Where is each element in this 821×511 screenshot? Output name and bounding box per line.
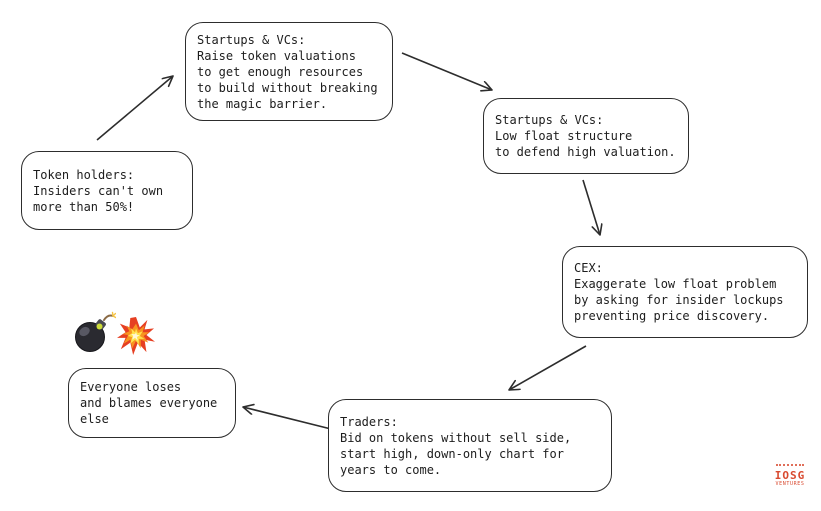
node-cex: CEX: Exaggerate low float problem by ask… [562, 246, 808, 338]
bomb-icon [72, 311, 117, 355]
node-text-line: Raise token valuations [197, 48, 356, 63]
arrow-cex-to-traders [509, 345, 587, 390]
node-startups-lowfloat: Startups & VCs: Low float structure to d… [483, 98, 689, 174]
node-text-line: the magic barrier. [197, 96, 328, 111]
node-text-line: more than 50%! [33, 199, 135, 214]
node-text-line: by asking for insider lockups [574, 293, 784, 307]
iosg-ventures-logo: IOSG VENTURES [768, 464, 812, 487]
node-text-line: preventing price discovery. [574, 309, 770, 323]
arrow-traders-to-everyoneloses [243, 407, 332, 430]
logo-subtitle: VENTURES [775, 481, 805, 487]
node-text-line: Everyone loses [80, 380, 182, 394]
node-text-line: start high, down-only chart for [340, 446, 564, 461]
node-startups-raise: Startups & VCs: Raise token valuations t… [185, 22, 393, 121]
node-text-line: to defend high valuation. [495, 145, 676, 159]
node-text-line: Startups & VCs: [197, 32, 306, 47]
node-text-line: years to come. [340, 462, 442, 477]
node-text-line: CEX: [574, 261, 603, 275]
node-everyone-loses: Everyone loses and blames everyone else [68, 368, 236, 438]
node-text-line: Insiders can't own [33, 183, 164, 198]
node-text-line: Startups & VCs: [495, 113, 604, 127]
node-text-line: Low float structure [495, 129, 633, 143]
node-text-line: Exaggerate low float problem [574, 277, 777, 291]
arrow-startupsraise-to-lowfloat [401, 52, 492, 90]
node-text-line: Traders: [340, 414, 398, 429]
logo-pixel-dashes [776, 464, 804, 469]
node-traders: Traders: Bid on tokens without sell side… [328, 399, 612, 492]
arrow-tokenholders-to-startupsraise [96, 76, 173, 141]
node-text-line: to build without breaking [197, 80, 378, 95]
logo-name: IOSG [774, 469, 806, 482]
arrow-lowfloat-to-cex [582, 179, 600, 235]
node-text-line: and blames everyone [80, 396, 218, 410]
node-token-holders: Token holders: Insiders can't own more t… [21, 151, 193, 230]
node-text-line: to get enough resources [197, 64, 364, 79]
explosion-icon [117, 317, 155, 355]
node-text-line: else [80, 412, 109, 426]
node-text-line: Bid on tokens without sell side, [340, 430, 572, 445]
node-text-line: Token holders: [33, 167, 135, 182]
